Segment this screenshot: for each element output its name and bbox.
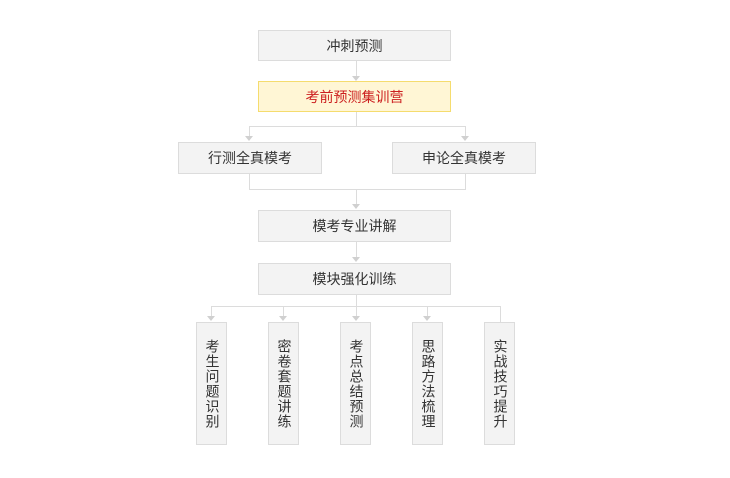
connector-merge-bottom — [249, 189, 466, 190]
connector-leaf-1 — [211, 306, 212, 317]
arrow-down-icon — [423, 316, 431, 321]
connector-split-top — [249, 126, 466, 127]
connector-leaf-2 — [283, 306, 284, 317]
connector-right-branch — [465, 126, 466, 137]
connector-left-merge — [249, 174, 250, 189]
connector-sprint-camp — [356, 61, 357, 77]
arrow-down-icon — [245, 136, 253, 141]
leaf-key-point-summary: 考点总结预测 — [340, 322, 371, 445]
arrow-down-icon — [352, 316, 360, 321]
connector-camp-down — [356, 112, 357, 126]
arrow-down-icon — [352, 204, 360, 209]
arrow-down-icon — [352, 257, 360, 262]
connector-leaf-4 — [427, 306, 428, 317]
node-shenlun-mock: 申论全真模考 — [392, 142, 536, 174]
connector-leaves-bar — [211, 306, 501, 307]
connector-left-branch — [249, 126, 250, 137]
node-exam-camp: 考前预测集训营 — [258, 81, 451, 112]
connector-merge-down — [356, 189, 357, 205]
arrow-down-icon — [461, 136, 469, 141]
node-mock-explanation: 模考专业讲解 — [258, 210, 451, 242]
connector-leaf-5 — [500, 306, 501, 322]
node-module-training: 模块强化训练 — [258, 263, 451, 295]
node-xingce-mock: 行测全真模考 — [178, 142, 322, 174]
arrow-down-icon — [207, 316, 215, 321]
arrow-down-icon — [352, 76, 360, 81]
leaf-secret-paper-practice: 密卷套题讲练 — [268, 322, 299, 445]
arrow-down-icon — [279, 316, 287, 321]
connector-explain-training — [356, 242, 357, 258]
leaf-practical-skills: 实战技巧提升 — [484, 322, 515, 445]
leaf-method-review: 思路方法梳理 — [412, 322, 443, 445]
connector-right-merge — [465, 174, 466, 189]
leaf-problem-identification: 考生问题识别 — [196, 322, 227, 445]
node-sprint-prediction: 冲刺预测 — [258, 30, 451, 61]
